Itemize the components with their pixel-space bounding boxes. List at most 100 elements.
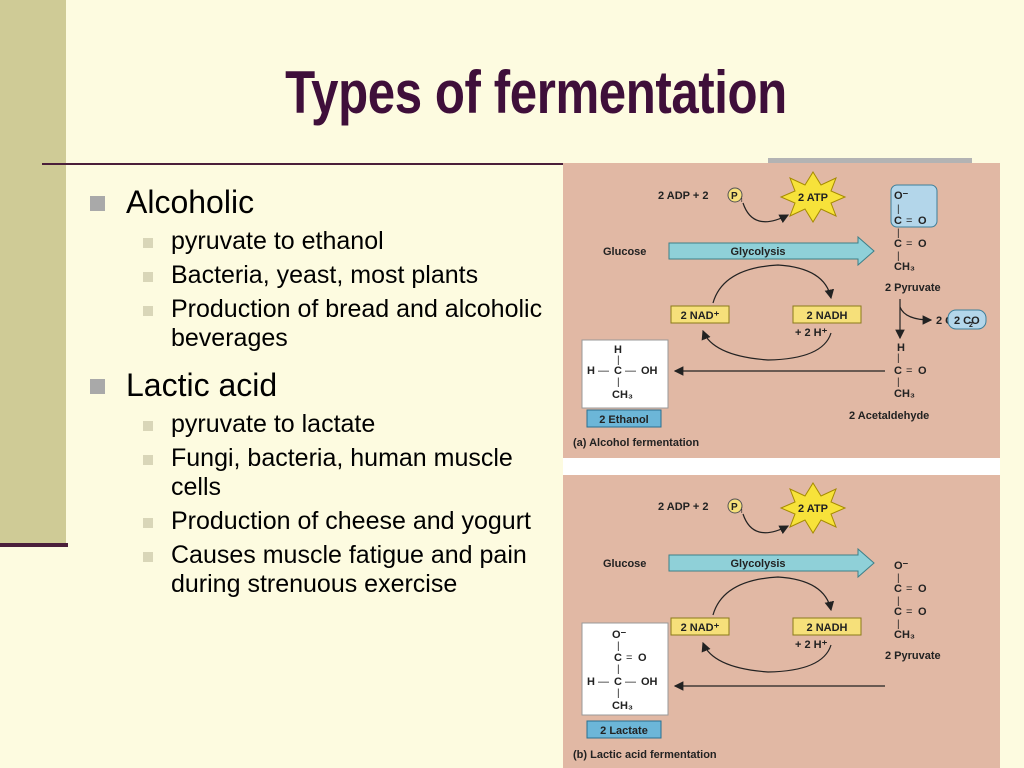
sub-bullet-marker [143, 306, 153, 316]
atp-arrow [742, 202, 790, 224]
bond-vertical: | [617, 377, 620, 388]
bond-double: = [626, 652, 632, 664]
atom-o: O [918, 606, 927, 618]
ethanol-label: 2 Ethanol [599, 414, 649, 426]
bond-single: — [625, 676, 636, 688]
bond-single: — [625, 365, 636, 377]
atom-o-minus: O⁻ [894, 190, 909, 202]
bullet-list: Alcoholic pyruvate to ethanol Bacteria, … [88, 180, 558, 599]
sub-bullet-marker [143, 421, 153, 431]
phosphate-icon [727, 498, 743, 514]
adp-label: 2 ADP + 2 [658, 190, 708, 202]
atp-starburst-icon [779, 171, 847, 223]
sub-bullet-text: Production of cheese and yogurt [171, 507, 531, 535]
lactate-box [586, 720, 662, 739]
ethanol-structure-box [581, 339, 669, 409]
bullet-text: Lactic acid [126, 367, 278, 403]
caption-a: (a) Alcohol fermentation [573, 437, 699, 449]
atom-ch3: CH₃ [894, 261, 915, 273]
sub-bullet-marker [143, 455, 153, 465]
nadh-label: 2 NADH [807, 310, 848, 322]
caption-b: (b) Lactic acid fermentation [573, 749, 717, 761]
atom-o: O [638, 652, 647, 664]
acetaldehyde-label: 2 Acetaldehyde [849, 410, 929, 422]
sub-bullet-text: Causes muscle fatigue and pain during st… [171, 541, 527, 598]
sub-bullet-text: pyruvate to ethanol [171, 227, 384, 255]
panel-alcohol-fermentation: 2 ADP + 2 P i 2 ATP Glucose Glycolysis 2… [563, 163, 1000, 458]
atom-c: C [894, 606, 902, 618]
sub-bullet: Production of bread and alcoholic bevera… [88, 295, 558, 353]
sub-bullet-text: Production of bread and alcoholic bevera… [171, 295, 543, 352]
atom-ch3: CH₃ [612, 389, 633, 401]
co2-pill [947, 309, 987, 330]
sub-bullet: pyruvate to ethanol [88, 227, 558, 256]
sub-bullet: pyruvate to lactate [88, 410, 558, 439]
atom-oh: OH [641, 365, 658, 377]
glucose-label: Glucose [603, 246, 646, 258]
co2-release-arrow [899, 306, 933, 325]
bond-vertical: | [617, 664, 620, 675]
title-rule [42, 163, 610, 165]
nad-box [670, 617, 730, 636]
ethanol-box [586, 409, 662, 428]
atom-oh: OH [641, 676, 658, 688]
bond-vertical: | [897, 619, 900, 630]
nadh-oxidation-arrow [701, 641, 832, 673]
atom-h: H [614, 344, 622, 356]
atom-c: C [614, 676, 622, 688]
nad-box [670, 305, 730, 324]
atp-label: 2 ATP [798, 503, 828, 515]
glycolysis-arrow [668, 547, 875, 579]
figure-top-tab [768, 158, 972, 164]
bond-vertical: | [897, 573, 900, 584]
glucose-label: Glucose [603, 558, 646, 570]
bond-vertical: | [617, 641, 620, 652]
nadh-label: 2 NADH [807, 622, 848, 634]
atom-o-minus: O⁻ [894, 560, 909, 572]
bond-vertical: | [617, 688, 620, 699]
bond-single: — [598, 676, 609, 688]
atom-h: H [897, 342, 905, 354]
bullet-marker [90, 379, 105, 394]
sub-bullet-marker [143, 518, 153, 528]
nadh-oxidation-arrow [701, 329, 832, 361]
nad-reduction-arrow [712, 576, 835, 616]
bond-vertical: | [617, 355, 620, 366]
h-plus-label: + 2 H⁺ [795, 327, 828, 339]
atom-h: H [587, 676, 595, 688]
phosphate-subscript: i [741, 197, 743, 204]
atom-c: C [894, 215, 902, 227]
bond-vertical: | [897, 377, 900, 388]
glycolysis-label: Glycolysis [730, 246, 785, 258]
bond-double: = [906, 606, 912, 618]
sub-bullet: Causes muscle fatigue and pain during st… [88, 541, 558, 599]
atom-ch3: CH₃ [894, 388, 915, 400]
bond-double: = [906, 583, 912, 595]
bond-vertical: | [897, 204, 900, 215]
atp-arrow [742, 513, 790, 535]
atom-ch3: CH₃ [894, 629, 915, 641]
phosphate-label: P [731, 502, 738, 513]
sub-bullet: Bacteria, yeast, most plants [88, 261, 558, 290]
sub-bullet-marker [143, 238, 153, 248]
bond-double: = [906, 238, 912, 250]
sub-bullet-text: Bacteria, yeast, most plants [171, 261, 479, 289]
phosphate-icon [727, 187, 743, 203]
bond-double: = [906, 215, 912, 227]
panel-background [563, 475, 1000, 768]
slide-title: Types of fermentation [285, 59, 787, 126]
bullet-alcoholic: Alcoholic [88, 182, 558, 222]
sub-bullet: Fungi, bacteria, human muscle cells [88, 444, 558, 502]
atom-c: C [894, 365, 902, 377]
sub-bullet-marker [143, 272, 153, 282]
atom-o: O [918, 238, 927, 250]
bullet-lactic-acid: Lactic acid [88, 365, 558, 405]
phosphate-label: P [731, 191, 738, 202]
bond-vertical: | [897, 251, 900, 262]
co2-pill-label: 2 CO [954, 315, 980, 327]
atom-c: C [894, 583, 902, 595]
lactate-label: 2 Lactate [600, 725, 648, 737]
phosphate-subscript: i [741, 508, 743, 515]
nad-reduction-arrow [712, 264, 835, 304]
bullet-marker [90, 196, 105, 211]
